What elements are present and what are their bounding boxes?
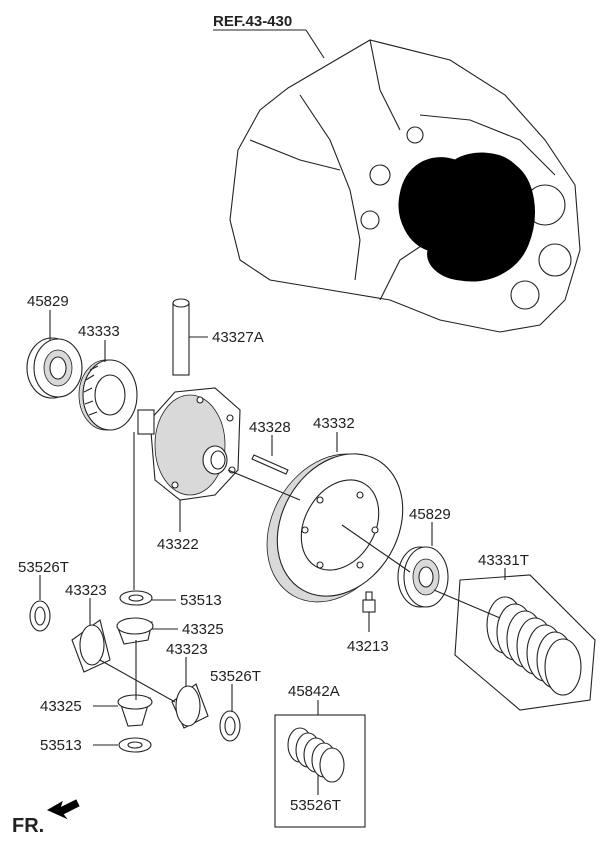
bearing-45829-right bbox=[397, 546, 449, 608]
bearing-45829-left bbox=[26, 337, 83, 399]
label-43323-right: 43323 bbox=[166, 641, 208, 658]
label-45829-right: 45829 bbox=[409, 506, 451, 523]
label-43325-bottom: 43325 bbox=[40, 698, 82, 715]
differential-case-43322 bbox=[137, 387, 241, 501]
label-43322: 43322 bbox=[157, 536, 199, 553]
washer-53526T-right bbox=[219, 710, 241, 742]
front-arrow-icon bbox=[46, 799, 80, 820]
front-direction-marker: FR. bbox=[12, 799, 80, 837]
gear-43323-right bbox=[171, 683, 209, 729]
label-43213: 43213 bbox=[347, 638, 389, 655]
shim-stack bbox=[486, 596, 582, 696]
label-45842A: 45842A bbox=[288, 683, 340, 700]
label-53513-top: 53513 bbox=[180, 592, 222, 609]
label-43325-top: 43325 bbox=[182, 621, 224, 638]
housing-opening bbox=[398, 152, 535, 282]
shim-kit-43331T bbox=[454, 574, 596, 711]
leader-lines bbox=[39, 29, 506, 795]
label-43328: 43328 bbox=[249, 419, 291, 436]
label-43331T: 43331T bbox=[478, 552, 529, 569]
label-43323-left: 43323 bbox=[65, 582, 107, 599]
gear-43323-left bbox=[71, 619, 111, 673]
label-43327A: 43327A bbox=[212, 329, 264, 346]
label-43332: 43332 bbox=[313, 415, 355, 432]
gear-43325-top bbox=[116, 617, 154, 645]
washer-53513-top bbox=[119, 590, 153, 606]
label-53513-bottom: 53513 bbox=[40, 737, 82, 754]
ref-label: REF.43-430 bbox=[213, 13, 292, 30]
pin-43328 bbox=[251, 454, 289, 475]
shim-kit-45842A bbox=[274, 714, 366, 828]
gear-43325-bottom bbox=[117, 694, 153, 727]
washer-53513-bottom bbox=[118, 737, 152, 753]
label-53526T-bottom: 53526T bbox=[290, 797, 341, 814]
transaxle-housing bbox=[229, 39, 581, 333]
washer-53526T-left bbox=[29, 600, 51, 632]
fr-label: FR. bbox=[12, 815, 44, 837]
gear-43333 bbox=[78, 359, 138, 431]
bolt-43213 bbox=[362, 591, 376, 613]
label-45829-left: 45829 bbox=[27, 293, 69, 310]
label-53526T-right: 53526T bbox=[210, 668, 261, 685]
shaft-43327A bbox=[172, 298, 190, 376]
ring-gear-43332 bbox=[266, 453, 404, 603]
label-53526T-left: 53526T bbox=[18, 559, 69, 576]
label-43333: 43333 bbox=[78, 323, 120, 340]
